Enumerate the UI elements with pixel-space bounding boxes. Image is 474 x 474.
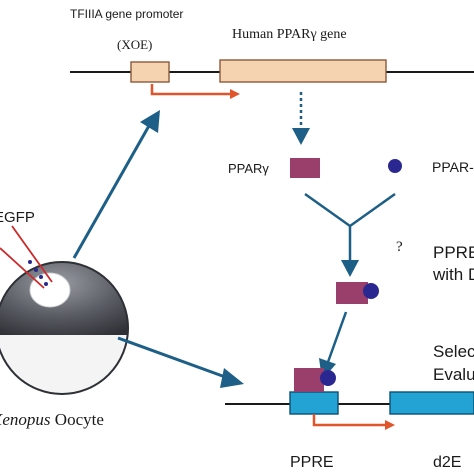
ppre-bottom-label: PPRE	[290, 454, 334, 471]
oocyte-label-rest: Oocyte	[51, 410, 104, 429]
xoe-promoter-box	[130, 61, 170, 83]
binding-arrowhead	[341, 260, 359, 277]
reporter-label: d2E	[433, 454, 461, 471]
gene-title: Human PPARγ gene	[232, 27, 347, 42]
injected-dna-marks	[28, 260, 48, 286]
promoter-transcription-arrow	[150, 84, 230, 96]
oocyte-to-gene-arrowhead	[140, 110, 160, 133]
ppar-gene-box	[219, 59, 387, 83]
select-line-2: Evalu	[433, 365, 474, 384]
ppar-gamma-protein	[290, 158, 320, 178]
ppre-bound-protein	[294, 368, 324, 392]
ppre-line-2: with D	[432, 265, 474, 284]
oocyte-to-reporter-arrowhead	[220, 368, 244, 388]
oocyte-label-italic: Xenopus	[0, 410, 51, 429]
oocyte-to-gene-line	[72, 123, 152, 259]
oocyte-outline	[0, 261, 129, 395]
bound-complex-ligand	[363, 283, 379, 299]
xoe-label: (XOE)	[117, 37, 152, 52]
binding-merge-lines	[304, 192, 396, 228]
ppar-ligand-dot	[388, 159, 402, 173]
oocyte-to-reporter-line	[117, 336, 229, 380]
reporter-gene-box	[389, 391, 474, 415]
ppre-element-box	[289, 391, 339, 415]
ppre-line-1: PPRE	[433, 243, 474, 262]
reporter-transcription-arrow	[312, 414, 385, 427]
promoter-title: TFIIIA gene promoter	[70, 7, 183, 21]
ppar-gamma-label: PPARγ	[228, 161, 269, 176]
reporter-arrowhead	[385, 420, 395, 430]
bound-complex-protein	[336, 282, 368, 304]
oocyte-nucleus	[29, 272, 71, 308]
ppre-bound-ligand	[320, 370, 336, 386]
promoter-arrowhead	[230, 89, 240, 99]
expression-arrowhead	[292, 128, 310, 145]
oocyte-label: Xenopus Oocyte	[0, 410, 104, 429]
select-line-1: Selec	[433, 342, 474, 361]
injection-needle	[0, 225, 53, 289]
to-ppre-line	[326, 311, 348, 363]
question-mark: ?	[396, 239, 403, 255]
ppar-ligand-label: PPAR-	[432, 159, 474, 175]
